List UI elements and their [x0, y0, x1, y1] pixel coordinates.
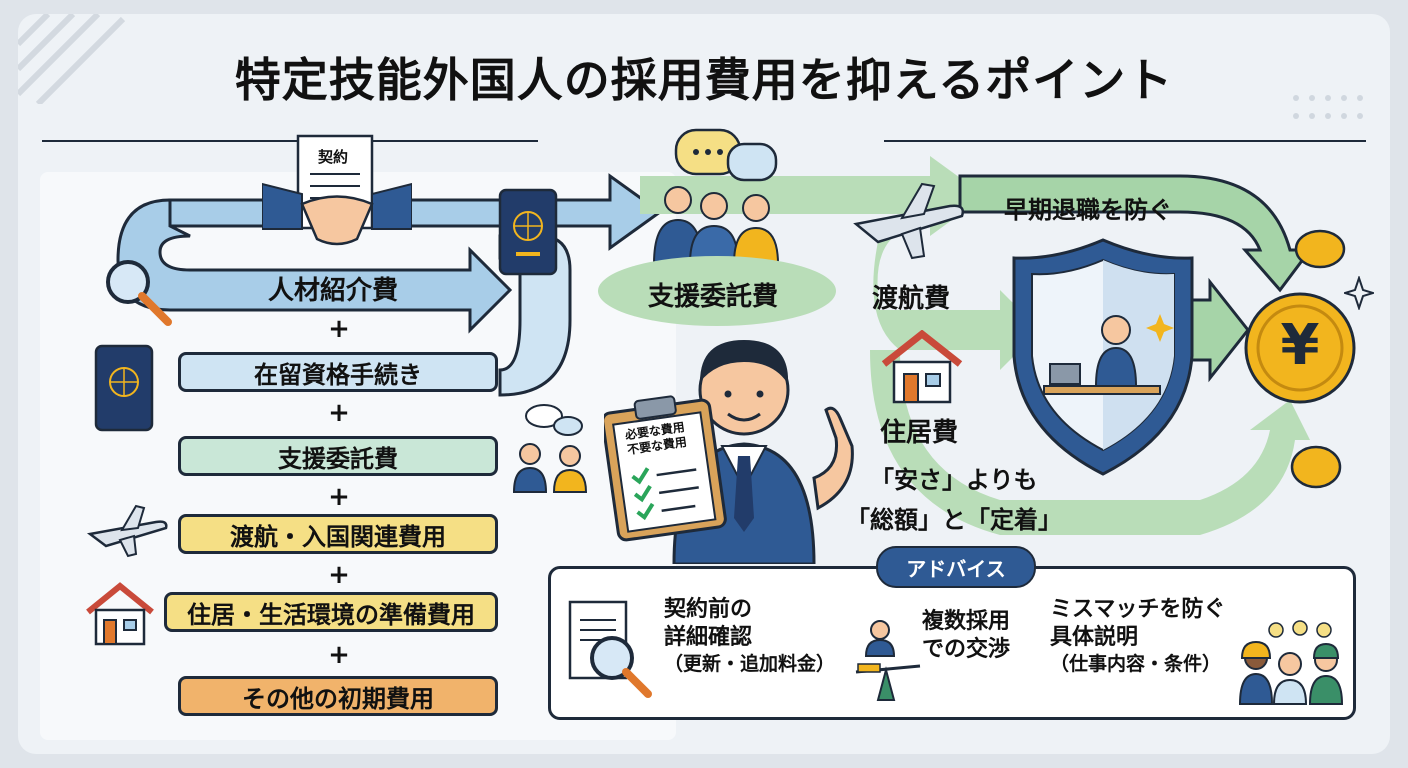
item-recruitment-fee: 人材紹介費 — [268, 276, 399, 306]
advice-item3-line3: （仕事内容・条件） — [1050, 653, 1222, 676]
contract-handshake-illustration — [262, 134, 412, 246]
clipboard-icon — [604, 395, 727, 542]
support-ellipse — [598, 256, 836, 326]
airplane-icon-left — [86, 504, 168, 558]
travel-cost-label: 渡航費 — [872, 284, 951, 314]
house-icon-left — [86, 582, 154, 646]
advice-item-bulk-negotiation: 複数採用 での交渉 — [922, 608, 1010, 664]
flow-arrow-green-top — [640, 156, 985, 236]
speech-bubble-icon — [674, 128, 778, 182]
housing-cost-label: 住居費 — [880, 418, 959, 448]
item-travel-fee: 渡航・入国関連費用 — [178, 514, 498, 554]
advice-item3-line1: ミスマッチを防ぐ — [1050, 597, 1226, 622]
scale-person-icon — [855, 620, 921, 701]
document-search-icon — [568, 600, 652, 698]
prevent-early-resign-label: 早期退職を防ぐ — [1004, 196, 1172, 224]
corner-stripes-decoration — [18, 14, 126, 104]
advice-item-mismatch: ミスマッチを防ぐ 具体説明 （仕事内容・条件） — [1050, 596, 1225, 677]
plus-sign: + — [328, 482, 350, 512]
item-visa-procedure: 在留資格手続き — [178, 352, 498, 392]
contract-doc-label: 契約 — [318, 148, 349, 166]
small-coin-icon-bottom — [1290, 445, 1342, 489]
slogan-line1: 「安さ」よりも — [870, 466, 1038, 494]
passport-icon-left — [94, 344, 154, 432]
small-coin-icon — [1294, 229, 1346, 269]
shield-icon — [1012, 238, 1194, 476]
plus-sign: + — [328, 560, 350, 590]
flow-arrow-blue-loop — [116, 198, 513, 334]
item-housing-fee: 住居・生活環境の準備費用 — [164, 592, 498, 632]
passport-icon — [498, 188, 558, 276]
slogan-line2: 「総額」と「定着」 — [846, 506, 1062, 534]
people-chat-icon — [512, 404, 588, 493]
divider-left — [42, 140, 538, 142]
house-icon — [881, 330, 963, 404]
advice-item2-line2: での交渉 — [922, 637, 1011, 663]
advice-tag: アドバイス — [876, 546, 1036, 588]
advice-box — [548, 566, 1356, 720]
item-support-fee: 支援委託費 — [178, 436, 498, 476]
page-title: 特定技能外国人の採用費用を抑えるポイント — [234, 53, 1174, 107]
yen-coin-icon — [1244, 292, 1356, 404]
plus-sign: + — [328, 640, 350, 670]
divider-right — [884, 140, 1366, 142]
sparkle-icon — [1344, 276, 1374, 310]
airplane-icon — [853, 182, 964, 260]
advice-item1-line2: 詳細確認 — [664, 625, 753, 651]
item-other-fee: その他の初期費用 — [178, 676, 498, 716]
team-illustration — [652, 186, 780, 265]
middle-support-label: 支援委託費 — [648, 282, 779, 312]
flow-arrow-blue-top — [168, 173, 663, 251]
magnifier-icon — [106, 260, 172, 326]
advice-item1-line1: 契約前の — [664, 597, 753, 622]
advice-item-contract-check: 契約前の 詳細確認 （更新・追加料金） — [664, 596, 835, 677]
dots-decoration — [1293, 95, 1363, 119]
workers-group-icon — [1238, 620, 1344, 705]
advice-item3-line2: 具体説明 — [1050, 625, 1139, 651]
yen-symbol: ¥ — [1280, 313, 1320, 378]
plus-sign: + — [328, 398, 350, 428]
advice-item1-line3: （更新・追加料金） — [664, 653, 836, 676]
flow-arrow-green-curve — [958, 174, 1313, 293]
plus-sign: + — [328, 314, 350, 344]
advice-item2-line1: 複数採用 — [922, 609, 1011, 634]
